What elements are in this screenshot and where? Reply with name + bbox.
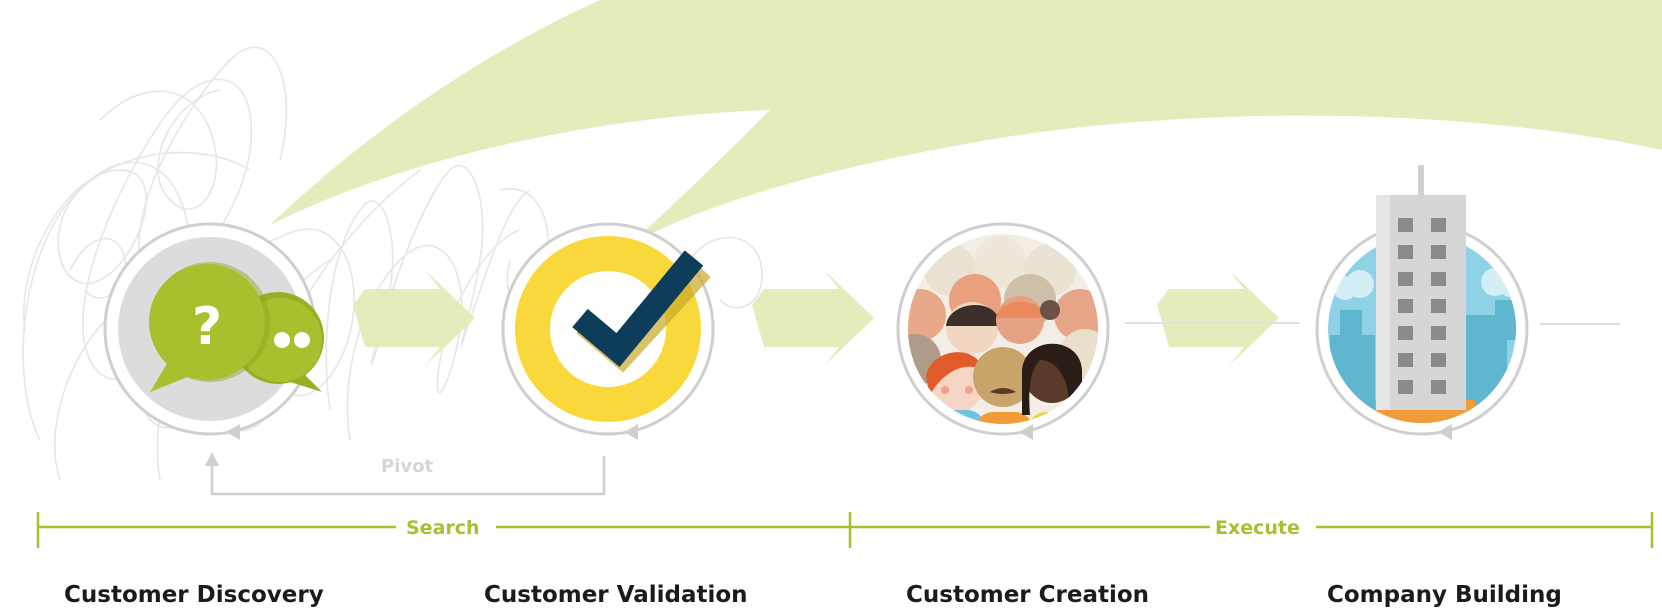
checkmark-icon xyxy=(572,250,711,373)
stage-label-customer-creation: Customer Creation xyxy=(906,582,1149,608)
flow-arrow-1 xyxy=(353,270,475,366)
question-mark: ? xyxy=(192,297,222,357)
pivot-label: Pivot xyxy=(381,456,433,477)
stage-customer-validation xyxy=(501,222,715,436)
phase-search-label: Search xyxy=(406,517,480,539)
phase-bar xyxy=(36,512,1654,548)
ring-arrowheads xyxy=(226,424,1452,440)
flow-arrow-2 xyxy=(752,270,874,366)
stage-label-customer-discovery: Customer Discovery xyxy=(64,582,324,608)
pivot-loop: Pivot xyxy=(205,452,606,496)
stage-customer-creation xyxy=(896,222,1110,436)
flow-arrows xyxy=(353,270,1279,366)
building-icon xyxy=(1328,165,1516,423)
crowd-icon xyxy=(908,234,1098,424)
swoosh-shape xyxy=(270,0,1662,245)
flow-arrow-3 xyxy=(1157,270,1279,366)
stage-company-building xyxy=(1315,165,1529,436)
pivot-arrowhead xyxy=(205,452,219,466)
stage-customer-discovery: ? xyxy=(103,222,324,436)
stage-label-customer-validation: Customer Validation xyxy=(484,582,748,608)
speech-bubbles-icon: ? xyxy=(149,262,324,392)
phase-execute-label: Execute xyxy=(1215,517,1300,539)
stage-label-company-building: Company Building xyxy=(1327,582,1562,608)
